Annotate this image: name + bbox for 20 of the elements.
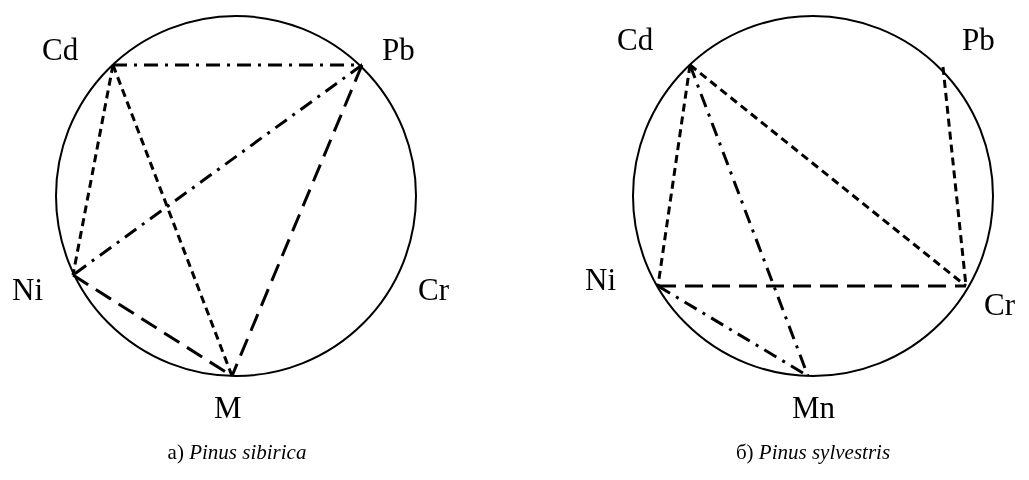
connector-line xyxy=(656,64,692,287)
element-label: M xyxy=(214,392,242,423)
element-label: Pb xyxy=(962,24,995,55)
element-label: Cd xyxy=(617,24,654,55)
connector-line xyxy=(658,284,966,288)
element-label: Mn xyxy=(792,392,836,423)
connector-line xyxy=(71,64,115,276)
element-label: Cd xyxy=(42,34,79,65)
connector-line xyxy=(72,63,363,277)
element-label: Cr xyxy=(984,289,1015,320)
connector-line xyxy=(230,64,364,377)
element-label: Ni xyxy=(12,274,43,305)
panel-caption: б) Pinus sylvestris xyxy=(735,440,891,464)
connector-line xyxy=(689,63,967,288)
connector-line xyxy=(688,64,810,377)
element-label: Ni xyxy=(585,264,616,295)
connector-line xyxy=(111,64,234,377)
element-label: Cr xyxy=(418,274,449,305)
panel-caption: а) Pinus sibirica xyxy=(167,440,307,464)
element-label: Pb xyxy=(382,34,415,65)
